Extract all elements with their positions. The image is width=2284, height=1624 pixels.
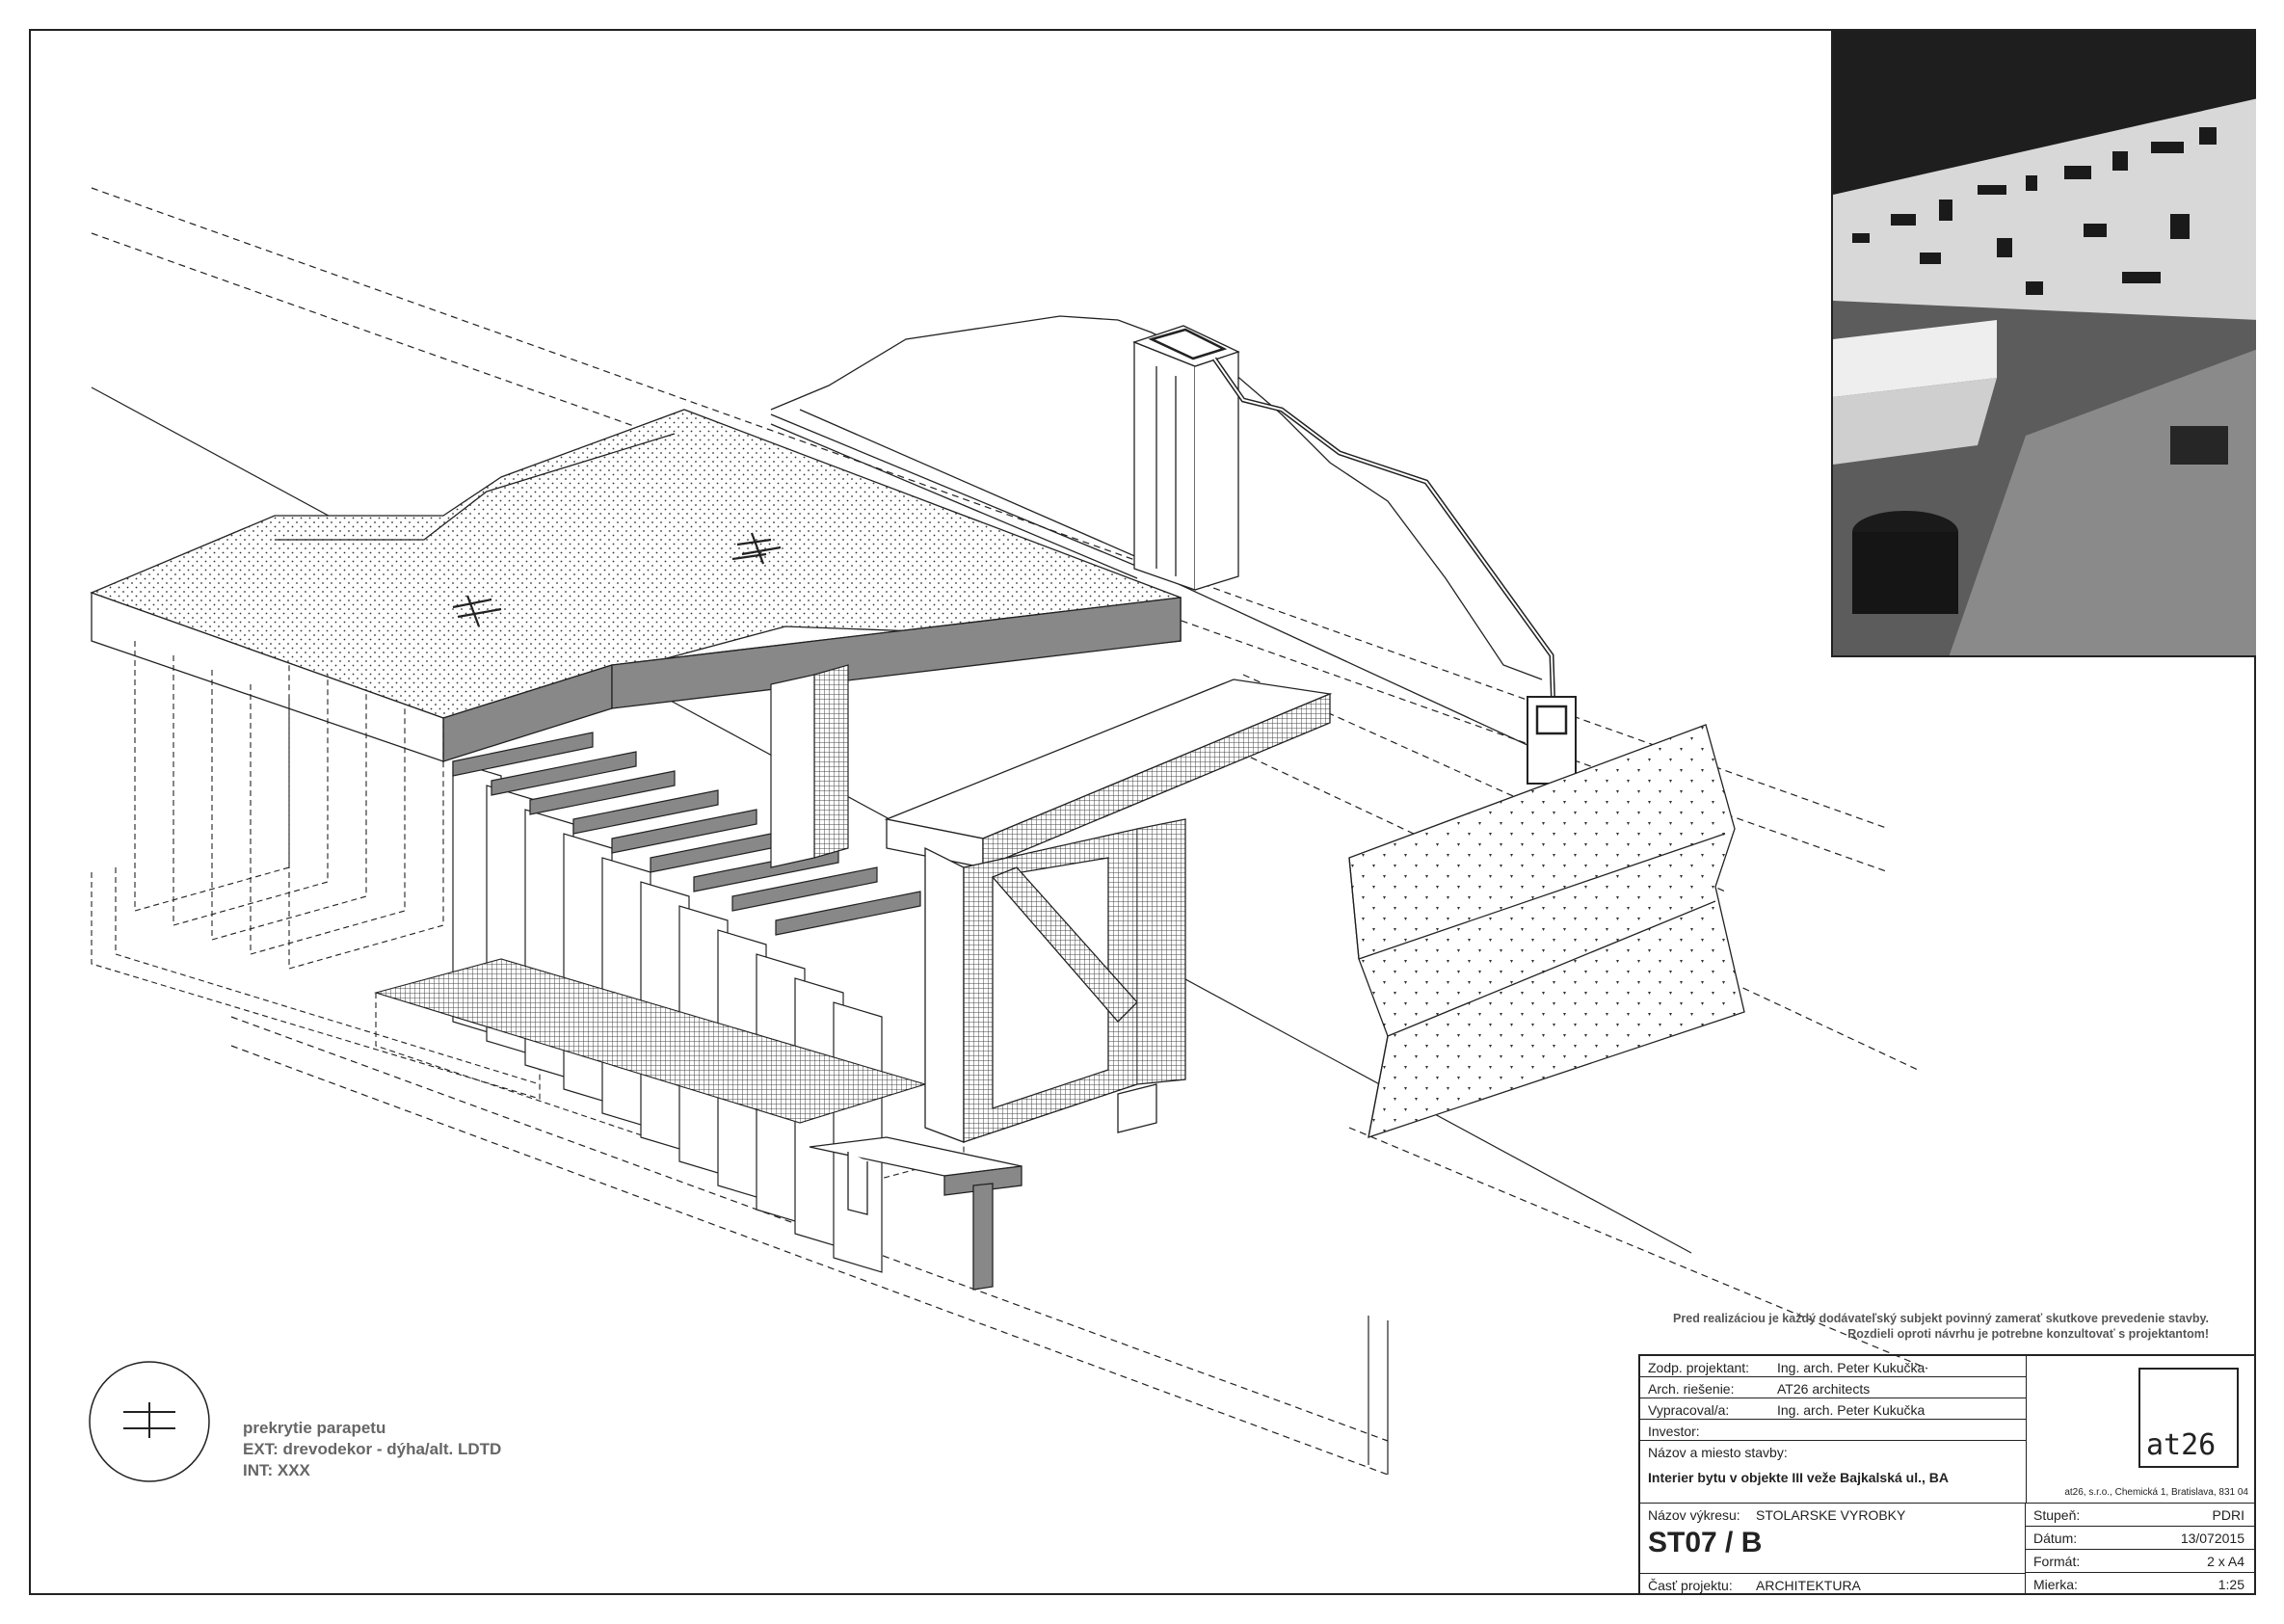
tb-row-site: Názov a miesto stavby: Interier bytu v o…: [1640, 1441, 2026, 1504]
meta-key: Formát:: [2033, 1554, 2081, 1569]
tb-value: Ing. arch. Peter Kukučka: [1777, 1360, 1925, 1375]
contractor-note: Pred realizáciou je každý dodávateľský s…: [1650, 1311, 2209, 1342]
drawing-name-cell: Názov výkresu: STOLARSKE VYROBKY ST07 / …: [1640, 1504, 2026, 1595]
tb-key: Arch. riešenie:: [1648, 1381, 1735, 1397]
meta-value: 2 x A4: [2207, 1554, 2244, 1569]
folded-perforated-panel: [1348, 724, 1745, 1138]
title-block: Zodp. projektant: Ing. arch. Peter Kukuč…: [1638, 1354, 2256, 1595]
double-line-section-symbol: [89, 1361, 210, 1482]
meta-key: Dátum:: [2033, 1531, 2078, 1546]
meta-value: 13/072015: [2180, 1531, 2244, 1546]
logo-cell: at26: [2026, 1356, 2256, 1479]
meta-value: 1:25: [2218, 1577, 2244, 1592]
riser-tower: [1132, 325, 1240, 591]
tb-value: AT26 architects: [1777, 1381, 1871, 1397]
site-label: Názov a miesto stavby:: [1648, 1445, 1788, 1460]
meta-row-format: Formát: 2 x A4: [2026, 1550, 2256, 1573]
meta-row-stupen: Stupeň: PDRI: [2026, 1504, 2256, 1527]
tb-key: Vypracoval/a:: [1648, 1402, 1730, 1418]
drawing-name-value: STOLARSKE VYROBKY: [1756, 1507, 1906, 1523]
tb-key: Zodp. projektant:: [1648, 1360, 1750, 1375]
company-address-cell: at26, s.r.o., Chemická 1, Bratislava, 83…: [2026, 1479, 2256, 1504]
front-shelf-arm: [809, 1136, 1022, 1291]
desk-frame: [884, 679, 1333, 1143]
tb-row-riesenie: Arch. riešenie: AT26 architects: [1640, 1377, 2026, 1398]
meta-key: Stupeň:: [2033, 1507, 2081, 1523]
at26-logo: at26: [2138, 1368, 2239, 1468]
legend-ext: EXT: drevodekor - dýha/alt. LDTD: [243, 1440, 502, 1458]
meta-value: PDRI: [2212, 1507, 2244, 1523]
part-row: Časť projektu: ARCHITEKTURA: [1640, 1573, 2026, 1593]
tb-key: Investor:: [1648, 1424, 1700, 1439]
part-value: ARCHITEKTURA: [1756, 1578, 1861, 1593]
drawing-number: ST07 / B: [1648, 1527, 1763, 1558]
cable-box: [1527, 696, 1577, 785]
meta-row-datum: Dátum: 13/072015: [2026, 1527, 2256, 1550]
section-mark-slab: [452, 532, 782, 627]
meta-key: Mierka:: [2033, 1577, 2078, 1592]
interior-rendering: [1831, 31, 2256, 657]
tb-value: Ing. arch. Peter Kukučka: [1777, 1402, 1925, 1418]
logo-text: at26: [2146, 1428, 2217, 1462]
tb-row-investor: Investor:: [1640, 1420, 2026, 1441]
cable-run: [1211, 357, 1556, 714]
note-line-2: Rozdieli oproti návrhu je potrebne konzu…: [1847, 1327, 2209, 1341]
note-line-1: Pred realizáciou je každý dodávateľský s…: [1673, 1312, 2209, 1325]
meta-row-mierka: Mierka: 1:25: [2026, 1573, 2256, 1595]
tb-row-vypracoval: Vypracoval/a: Ing. arch. Peter Kukučka: [1640, 1398, 2026, 1420]
legend-int: INT: XXX: [243, 1461, 310, 1479]
part-label: Časť projektu:: [1648, 1578, 1733, 1593]
legend-title: prekrytie parapetu: [243, 1419, 386, 1437]
rear-column: [770, 664, 849, 868]
drawing-name-label: Názov výkresu:: [1648, 1507, 1740, 1523]
company-address: at26, s.r.o., Chemická 1, Bratislava, 83…: [2064, 1487, 2248, 1498]
top-slab: [90, 409, 1182, 762]
site-value: Interier bytu v objekte III veže Bajkals…: [1648, 1470, 1950, 1485]
drawing-sheet-frame: [29, 29, 2256, 1595]
tb-row-projektant: Zodp. projektant: Ing. arch. Peter Kukuč…: [1640, 1356, 2026, 1377]
